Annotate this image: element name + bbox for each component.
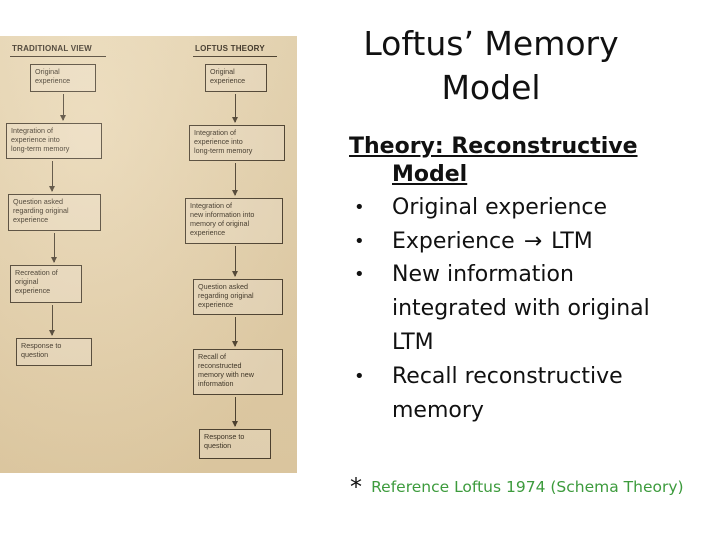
loftus-arrow-4: [232, 317, 238, 347]
bullet-text: Original experience: [392, 195, 608, 220]
theory-subtitle-line-1: Theory: Reconstructive: [349, 134, 638, 159]
bullet-original-experience: • Original experience: [349, 191, 709, 225]
bullet-marker: •: [354, 197, 365, 218]
reference-asterisk: *: [350, 473, 362, 501]
traditional-view-underline: [10, 56, 106, 57]
theory-subtitle: Theory: Reconstructive Model: [349, 133, 709, 189]
loftus-box-integration: Integration of experience into long-term…: [189, 125, 285, 161]
slide-content: Theory: Reconstructive Model • Original …: [349, 133, 709, 428]
bullet-marker: •: [354, 366, 365, 387]
bullet-text: LTM: [551, 228, 593, 254]
trad-box-integration: Integration of experience into long-term…: [6, 123, 102, 159]
slide-title-line-1: Loftus’ Memory: [363, 24, 619, 63]
trad-box-response: Response to question: [16, 338, 92, 366]
reference-note: * Reference Loftus 1974 (Schema Theory): [350, 473, 684, 501]
loftus-theory-heading: LOFTUS THEORY: [195, 44, 265, 53]
trad-box-original-experience: Original experience: [30, 64, 96, 92]
slide-title-line-2: Model: [441, 68, 541, 107]
loftus-arrow-5: [232, 397, 238, 427]
loftus-box-new-information: Integration of new information into memo…: [185, 198, 283, 244]
trad-box-recreation: Recreation of original experience: [10, 265, 82, 303]
loftus-box-recall: Recall of reconstructed memory with new …: [193, 349, 283, 395]
slide-title: Loftus’ Memory Model: [340, 22, 642, 110]
bullet-recall: • Recall reconstructive memory: [349, 360, 709, 428]
bullet-text-line: integrated with original: [392, 296, 650, 321]
loftus-box-question: Question asked regarding original experi…: [193, 279, 283, 315]
traditional-view-heading: TRADITIONAL VIEW: [12, 44, 92, 53]
bullet-experience-ltm: • Experience → LTM: [349, 225, 709, 259]
bullet-text-line: LTM: [392, 330, 434, 355]
bullet-text: Experience: [392, 228, 515, 254]
loftus-arrow-1: [232, 94, 238, 123]
bullet-marker: •: [354, 264, 365, 285]
loftus-arrow-3: [232, 246, 238, 277]
trad-arrow-3: [51, 233, 57, 263]
loftus-arrow-2: [232, 163, 238, 196]
trad-arrow-1: [60, 94, 66, 121]
flowchart-photo: TRADITIONAL VIEW LOFTUS THEORY Original …: [0, 36, 297, 473]
loftus-box-response: Response to question: [199, 429, 271, 459]
loftus-theory-underline: [193, 56, 277, 57]
bullet-marker: •: [354, 230, 365, 252]
trad-arrow-2: [49, 161, 55, 192]
bullet-text-line: New information: [392, 262, 574, 287]
theory-subtitle-line-2: Model: [392, 162, 468, 187]
bullet-text-line: Recall reconstructive: [392, 364, 623, 389]
trad-arrow-4: [49, 305, 55, 336]
loftus-box-original-experience: Original experience: [205, 64, 267, 92]
trad-box-question: Question asked regarding original experi…: [8, 194, 101, 231]
right-arrow-icon: →: [523, 228, 543, 254]
bullet-text-line: memory: [392, 398, 484, 423]
reference-text: Reference Loftus 1974 (Schema Theory): [371, 478, 684, 496]
bullet-new-information: • New information integrated with origin…: [349, 258, 709, 360]
